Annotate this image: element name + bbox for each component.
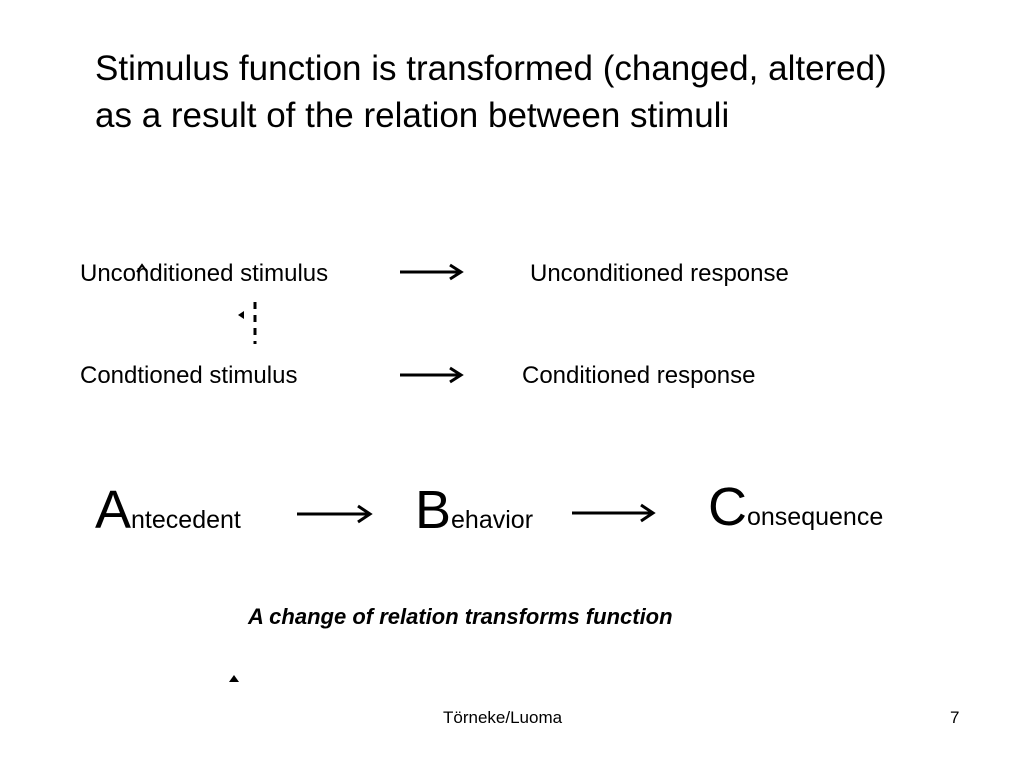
consequence-label: Consequence xyxy=(708,480,883,534)
antecedent-rest: ntecedent xyxy=(131,506,241,534)
behavior-initial: B xyxy=(415,480,452,540)
antecedent-initial: A xyxy=(95,480,132,540)
antecedent-label: Antecedent xyxy=(95,483,241,537)
consequence-rest: onsequence xyxy=(747,503,884,531)
cursor-marker-icon xyxy=(229,675,239,682)
dashed-link-icon xyxy=(238,302,257,344)
slide-title: Stimulus function is transformed (change… xyxy=(95,49,887,135)
unconditioned-response-label: Unconditioned response xyxy=(530,260,789,287)
cursor-marker-icon xyxy=(136,263,148,273)
footer-author: Törneke/Luoma xyxy=(443,708,563,727)
right-arrow-icon xyxy=(297,504,373,524)
behavior-rest: ehavior xyxy=(451,506,534,534)
right-arrow-icon xyxy=(400,366,464,384)
conditioned-response-label: Conditioned response xyxy=(522,362,756,389)
consequence-initial: C xyxy=(708,477,747,537)
right-arrow-icon xyxy=(400,263,464,281)
caption: A change of relation transforms function xyxy=(248,604,673,629)
right-arrow-icon xyxy=(572,503,656,523)
unconditioned-stimulus-label: Unconditioned stimulus xyxy=(80,260,329,287)
page-number: 7 xyxy=(950,708,960,727)
conditioned-stimulus-label: Condtioned stimulus xyxy=(80,362,298,389)
behavior-label: Behavior xyxy=(415,483,533,537)
